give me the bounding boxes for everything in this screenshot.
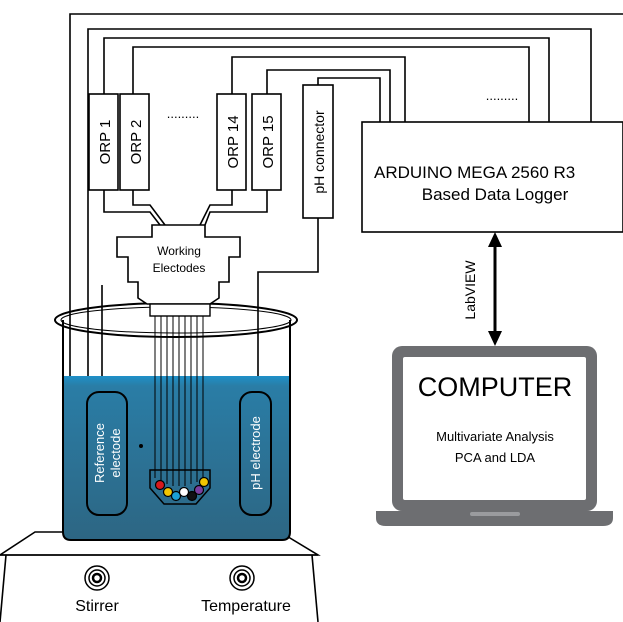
reference-electrode — [86, 391, 128, 516]
orp-14-box — [216, 93, 247, 191]
orp-1-label: ORP 1 — [97, 120, 114, 165]
computer-line2: PCA and LDA — [455, 450, 536, 465]
labview-double-arrow — [488, 232, 502, 346]
working-electodes-line1: Working — [157, 244, 201, 258]
electrode-tip-dots — [154, 476, 210, 502]
arduino-title: ARDUINO MEGA 2560 R3 — [374, 163, 575, 182]
ph-connector-label: pH connector — [311, 110, 327, 194]
stir-bar-dot — [139, 444, 143, 448]
electrode-tip-holder — [149, 469, 211, 505]
electrode-tip-black — [186, 490, 198, 502]
orp-sensor-modules: ORP 1 ORP 2 ......... ORP 14 ORP 15 — [88, 93, 282, 191]
signal-wires — [69, 13, 623, 378]
working-electrode-wires — [149, 303, 211, 486]
laptop-screen — [403, 357, 586, 500]
ph-electrode-label: pH electrode — [248, 416, 263, 490]
electrode-tip-red — [154, 479, 166, 491]
computer-laptop — [376, 346, 613, 526]
orp-14-label: ORP 14 — [225, 115, 242, 168]
orp-15-box — [251, 93, 282, 191]
computer-line1: Multivariate Analysis — [436, 429, 554, 444]
beaker — [54, 302, 298, 541]
computer-title: COMPUTER — [418, 372, 573, 402]
orp-1-box — [88, 93, 119, 191]
electrode-tip-purple — [193, 484, 205, 496]
electrode-tip-yellow-2 — [198, 476, 210, 488]
orp-ellipsis: ......... — [167, 106, 200, 121]
reference-label-line1: Reference — [92, 423, 107, 483]
reference-label-line2: electode — [108, 428, 123, 477]
arduino-subtitle: Based Data Logger — [422, 185, 569, 204]
stirrer-knob-icon — [84, 565, 110, 591]
wire-ellipsis: ......... — [486, 88, 519, 103]
beaker-liquid — [63, 376, 290, 540]
electrode-tip-white — [178, 486, 190, 498]
working-electodes-line2: Electodes — [153, 261, 206, 275]
labview-label: LabVIEW — [462, 260, 478, 320]
stirrer-label: Stirrer — [75, 598, 119, 615]
ph-electrode — [239, 391, 272, 516]
electrode-tip-yellow — [162, 486, 174, 498]
orp-15-label: ORP 15 — [260, 115, 277, 168]
orp-2-label: ORP 2 — [128, 120, 145, 165]
ph-connector-box — [302, 84, 334, 219]
orp-2-box — [119, 93, 150, 191]
temperature-knob-icon — [229, 565, 255, 591]
laptop-base — [376, 511, 613, 526]
temperature-label: Temperature — [201, 598, 291, 615]
electrode-tip-blue — [170, 490, 182, 502]
arduino-logger-box — [361, 121, 623, 233]
